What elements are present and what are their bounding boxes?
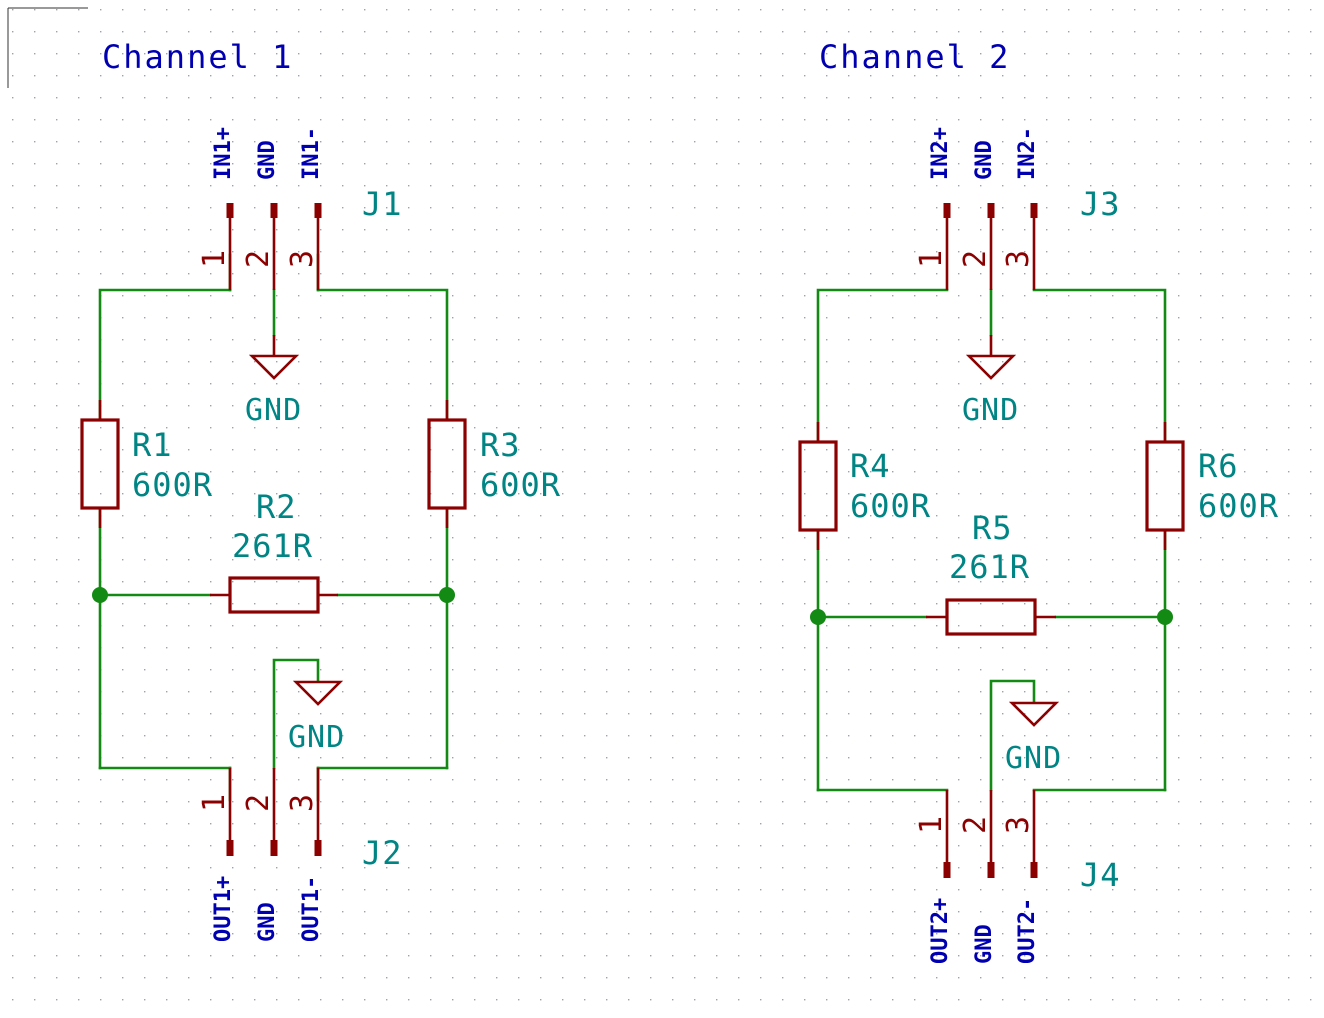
- sheet-corner-marker: [7, 7, 88, 88]
- r2-value: 261R: [232, 527, 313, 565]
- net-label-out1-plus: OUT1+: [211, 876, 236, 942]
- j3-pin-3: 3: [1001, 250, 1036, 268]
- j2-pin-1: 1: [197, 794, 232, 812]
- r5-value: 261R: [949, 548, 1030, 586]
- j1-reference: J1: [362, 185, 403, 223]
- junction-dot: [810, 609, 826, 625]
- r2-reference: R2: [256, 488, 297, 526]
- r4-reference: R4: [850, 447, 891, 485]
- j3-pin-2: 2: [958, 250, 993, 268]
- j3-pin-1: 1: [914, 250, 949, 268]
- channel-1-wires: [98, 253, 449, 802]
- connector-j4[interactable]: 1 2 3 OUT2+ GND OUT2- J4: [914, 790, 1121, 964]
- net-label-j4-gnd: GND: [972, 924, 997, 964]
- connector-j1[interactable]: 1 2 3 IN1+ GND IN1- J1: [197, 127, 403, 290]
- r1-value: 600R: [132, 466, 213, 504]
- resistor-r3[interactable]: R3 600R: [427, 400, 561, 528]
- resistor-r4[interactable]: R4 600R: [798, 422, 931, 550]
- j4-pin-1: 1: [914, 816, 949, 834]
- j4-pin-2: 2: [958, 816, 993, 834]
- ground-symbol-bottom[interactable]: GND: [288, 680, 345, 755]
- net-label-out1-minus: OUT1-: [299, 876, 324, 942]
- j1-pin-3: 3: [285, 250, 320, 268]
- r6-value: 600R: [1198, 487, 1279, 525]
- junction-dot: [439, 587, 455, 603]
- ground-label: GND: [962, 393, 1019, 428]
- net-label-out2-minus: OUT2-: [1015, 898, 1040, 964]
- channel-1-title: Channel 1: [102, 38, 293, 76]
- net-label-j1-gnd: GND: [255, 140, 280, 180]
- j4-pin-3: 3: [1001, 816, 1036, 834]
- r1-reference: R1: [132, 426, 173, 464]
- resistor-r6[interactable]: R6 600R: [1145, 422, 1279, 550]
- ground-label: GND: [1005, 741, 1062, 776]
- ground-symbol-bottom[interactable]: GND: [1005, 701, 1062, 776]
- r3-reference: R3: [480, 426, 521, 464]
- channel-2: Channel 2 1 2 3 IN2+ GND IN2-: [798, 38, 1279, 964]
- net-label-j2-gnd: GND: [255, 902, 280, 942]
- ground-symbol-top[interactable]: GND: [245, 335, 302, 428]
- r3-value: 600R: [480, 466, 561, 504]
- ground-symbol-top[interactable]: GND: [962, 335, 1019, 428]
- connector-j3[interactable]: 1 2 3 IN2+ GND IN2- J3: [914, 127, 1121, 290]
- resistor-r1[interactable]: R1 600R: [80, 400, 213, 528]
- channel-1: Channel 1 1 2 3: [80, 38, 561, 942]
- r6-reference: R6: [1198, 447, 1239, 485]
- net-label-in1-plus: IN1+: [211, 127, 236, 180]
- connector-j2[interactable]: 1 2 3 OUT1+ GND OUT1- J2: [197, 768, 403, 942]
- channel-2-title: Channel 2: [819, 38, 1010, 76]
- j4-reference: J4: [1080, 856, 1121, 894]
- net-label-in2-minus: IN2-: [1015, 127, 1040, 180]
- r4-value: 600R: [850, 487, 931, 525]
- grid-dots: [12, 9, 1312, 1001]
- resistor-r5[interactable]: R5 261R: [926, 509, 1056, 636]
- net-label-j3-gnd: GND: [972, 140, 997, 180]
- j2-reference: J2: [362, 834, 403, 872]
- j1-pin-2: 2: [241, 250, 276, 268]
- net-label-in1-minus: IN1-: [299, 127, 324, 180]
- resistor-r2[interactable]: R2 261R: [210, 488, 338, 614]
- net-label-in2-plus: IN2+: [928, 127, 953, 180]
- junction-dot: [1157, 609, 1173, 625]
- j2-pin-2: 2: [241, 794, 276, 812]
- junction-dot: [92, 587, 108, 603]
- r5-reference: R5: [972, 509, 1013, 547]
- channel-2-wires: [816, 288, 1167, 792]
- j3-reference: J3: [1080, 185, 1121, 223]
- ground-label: GND: [245, 393, 302, 428]
- ground-label: GND: [288, 720, 345, 755]
- net-label-out2-plus: OUT2+: [928, 898, 953, 964]
- j1-pin-1: 1: [197, 250, 232, 268]
- j2-pin-3: 3: [285, 794, 320, 812]
